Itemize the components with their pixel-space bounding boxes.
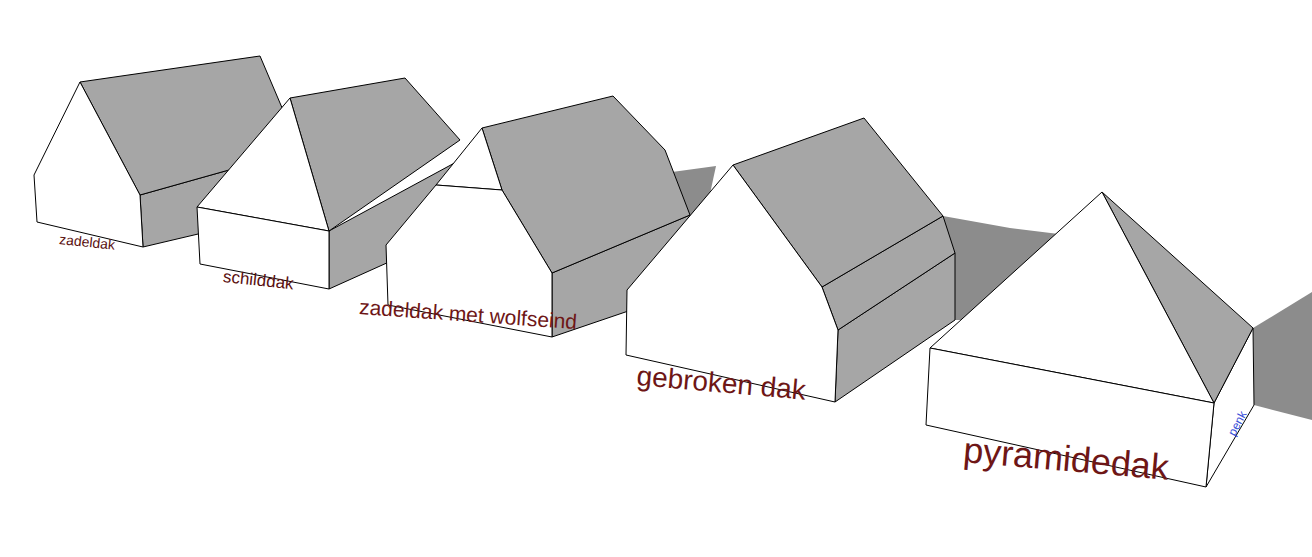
roof-type-label: zadeldak <box>59 232 116 252</box>
